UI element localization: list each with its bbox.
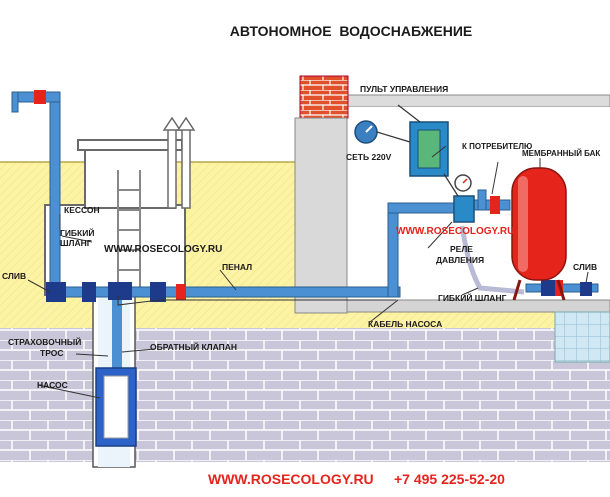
label-caisson: КЕССОН bbox=[64, 205, 100, 215]
label-safety-cable-1: СТРАХОВОЧНЫЙ bbox=[8, 336, 81, 347]
leader-lines bbox=[27, 145, 589, 399]
pressure-relay bbox=[443, 173, 475, 223]
label-sleeve: ПЕНАЛ bbox=[222, 262, 252, 272]
label-to-consumer: К ПОТРЕБИТЕЛЮ bbox=[462, 142, 532, 151]
chimney bbox=[299, 75, 349, 119]
label-pressure-relay-2: ДАВЛЕНИЯ bbox=[436, 255, 484, 265]
pump-cable-line bbox=[117, 296, 396, 306]
page-title: АВТОНОМНОЕ ВОДОСНАБЖЕНИЕ bbox=[230, 23, 472, 39]
label-drain-left: СЛИВ bbox=[2, 271, 26, 281]
caisson bbox=[44, 116, 196, 296]
label-drain-right: СЛИВ bbox=[573, 262, 597, 272]
label-pump-cable: КАБЕЛЬ НАСОСА bbox=[368, 319, 442, 329]
mains-socket bbox=[354, 120, 411, 144]
footer-background bbox=[0, 462, 610, 497]
footer-phone: +7 495 225-52-20 bbox=[394, 471, 505, 487]
label-pressure-relay-1: РЕЛЕ bbox=[450, 244, 473, 254]
watermark-left: WWW.ROSECOLOGY.RU bbox=[104, 244, 222, 255]
flexible-hose-right bbox=[459, 225, 525, 295]
valves bbox=[34, 90, 592, 302]
label-membrane-tank: МЕМБРАННЫЙ БАК bbox=[522, 149, 600, 158]
label-flex-hose-left-2: ШЛАНГ bbox=[60, 238, 92, 248]
label-control-panel: ПУЛЬТ УПРАВЛЕНИЯ bbox=[360, 84, 448, 94]
watermark-right: WWW.ROSECOLOGY.RU bbox=[396, 226, 514, 237]
label-mains: СЕТЬ 220V bbox=[346, 152, 392, 162]
membrane-tank bbox=[511, 167, 567, 301]
pump bbox=[95, 367, 137, 447]
footer-site: WWW.ROSECOLOGY.RU bbox=[208, 471, 374, 487]
house-wall bbox=[294, 117, 348, 314]
control-panel-device bbox=[397, 104, 449, 177]
label-flex-hose-right: ГИБКИЙ ШЛАНГ bbox=[438, 292, 507, 303]
label-pump: НАСОС bbox=[37, 380, 68, 390]
label-safety-cable-2: ТРОС bbox=[40, 348, 64, 358]
label-flex-hose-left-1: ГИБКИЙ bbox=[60, 227, 94, 238]
label-check-valve: ОБРАТНЫЙ КЛАПАН bbox=[150, 341, 237, 352]
